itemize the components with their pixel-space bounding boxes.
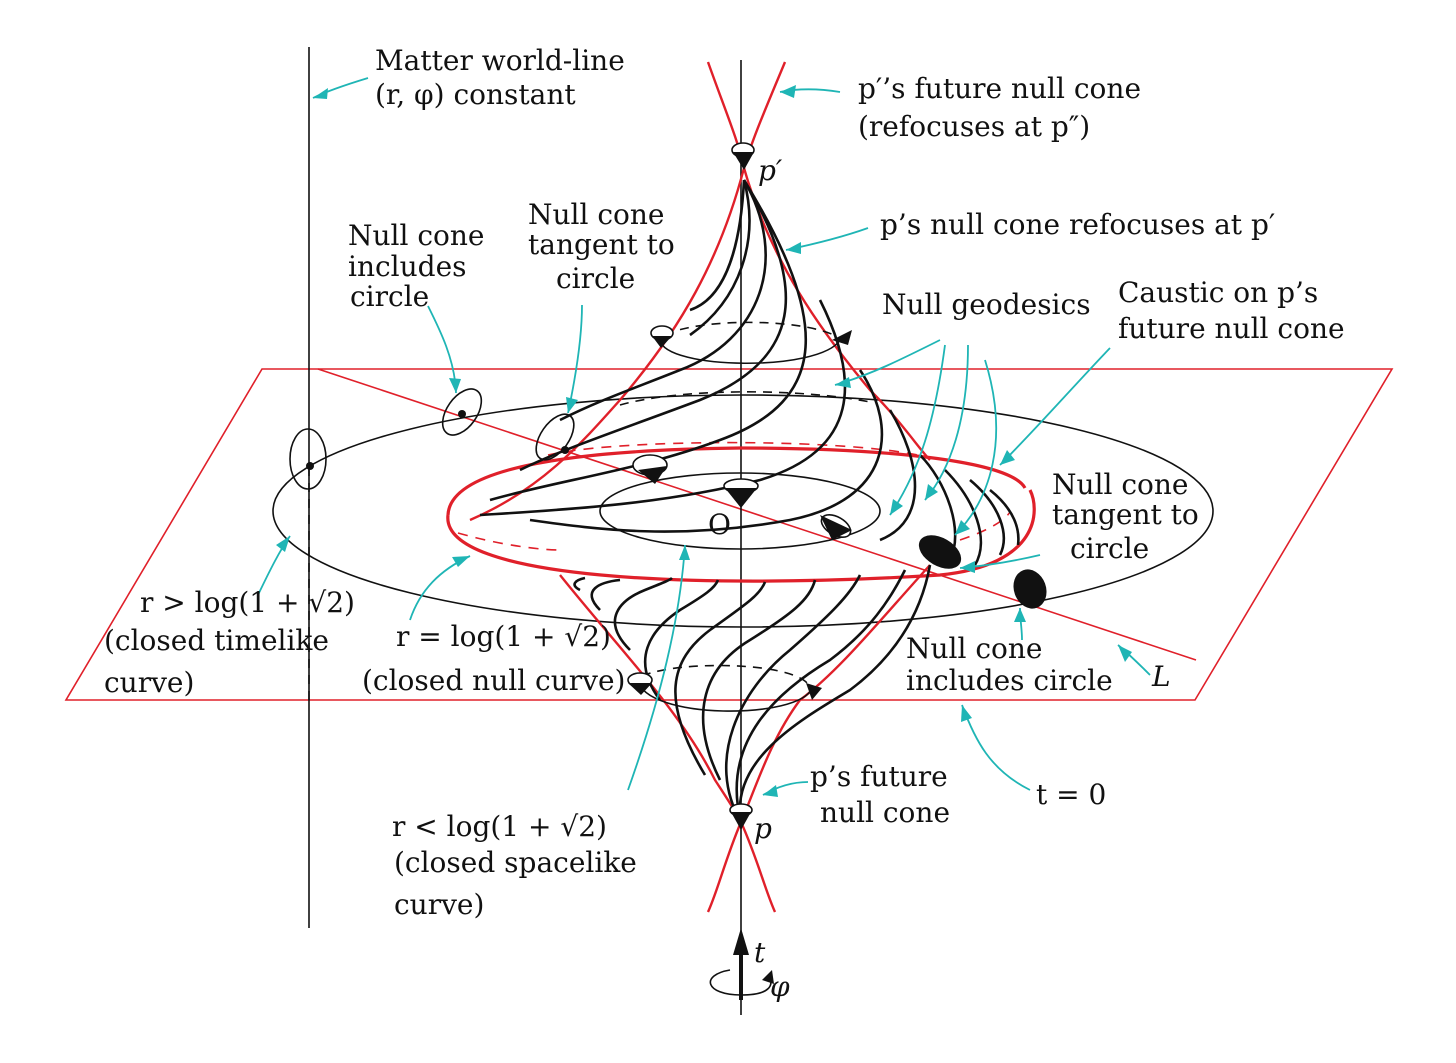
label-axis-t: t — [754, 936, 766, 969]
label-r-lt-3: curve) — [394, 888, 484, 921]
p-past-cone — [706, 821, 777, 913]
label-nc-tangent-2: tangent to — [528, 228, 675, 261]
closed-spacelike-curve — [599, 472, 881, 550]
label-point-p: p — [754, 812, 772, 845]
label-point-pprime: p′ — [758, 154, 783, 187]
label-r-eq-2: (closed null curve) — [362, 664, 625, 697]
label-r-lt-2: (closed spacelike — [394, 846, 637, 879]
label-t-zero: t = 0 — [1036, 778, 1106, 811]
p-null-cone-upper-right — [742, 167, 931, 461]
label-pprime-cone: p′’s future null cone — [858, 72, 1141, 105]
closed-null-curve-front — [446, 489, 1036, 583]
label-line-l: L — [1151, 660, 1171, 693]
closed-timelike-curve — [272, 394, 1214, 628]
t-axis-arrow — [733, 928, 749, 955]
label-nc-tangent-right-3: circle — [1070, 532, 1149, 565]
label-caustic-1: Caustic on p’s — [1118, 276, 1318, 309]
leader-arrows — [257, 77, 1151, 797]
label-axis-phi: φ — [770, 970, 790, 1003]
closed-null-curve-outline — [446, 446, 1027, 516]
p-null-cone-lower-left — [559, 574, 743, 823]
label-matter-world-line: Matter world-line — [375, 44, 625, 77]
upper-cone-section — [659, 339, 841, 364]
label-caustic-2: future null cone — [1118, 312, 1345, 345]
label-matter-r-phi: (r, φ) constant — [375, 78, 576, 111]
label-nc-includes-right-1: Null cone — [906, 632, 1043, 665]
label-r-eq-1: r = log(1 + √2) — [396, 620, 611, 653]
label-nc-includes-2: includes — [348, 250, 467, 283]
label-nc-tangent-right-1: Null cone — [1052, 468, 1189, 501]
label-null-geodesics: Null geodesics — [882, 288, 1091, 321]
label-refocus: p’s null cone refocuses at p′ — [880, 208, 1275, 241]
null-geodesics-upper — [479, 179, 1020, 566]
label-pprime-refocus: (refocuses at p″) — [858, 110, 1090, 143]
phi-rotation-arrow — [709, 969, 772, 996]
label-r-gt-3: curve) — [104, 666, 194, 699]
label-nc-includes-3: circle — [350, 280, 429, 313]
label-nc-tangent-3: circle — [556, 262, 635, 295]
label-r-gt-2: (closed timelike — [104, 624, 329, 657]
light-cone-markers — [289, 142, 1047, 830]
label-nc-includes-1: Null cone — [348, 219, 485, 252]
label-nc-tangent-1: Null cone — [528, 198, 665, 231]
label-r-lt-1: r < log(1 + √2) — [392, 810, 607, 843]
t-zero-plane — [64, 368, 1394, 701]
p-null-cone-upper-left — [469, 167, 746, 522]
null-geodesics-lower — [573, 564, 932, 823]
label-origin: O — [708, 508, 731, 541]
label-nc-includes-right-2: includes circle — [906, 664, 1113, 697]
label-r-gt-1: r > log(1 + √2) — [140, 586, 355, 619]
lower-cone-section — [637, 679, 813, 712]
label-p-cone-2: null cone — [820, 796, 950, 829]
closed-null-curve-hidden — [547, 441, 931, 459]
label-nc-tangent-right-2: tangent to — [1052, 498, 1199, 531]
label-p-cone-1: p’s future — [810, 760, 948, 793]
